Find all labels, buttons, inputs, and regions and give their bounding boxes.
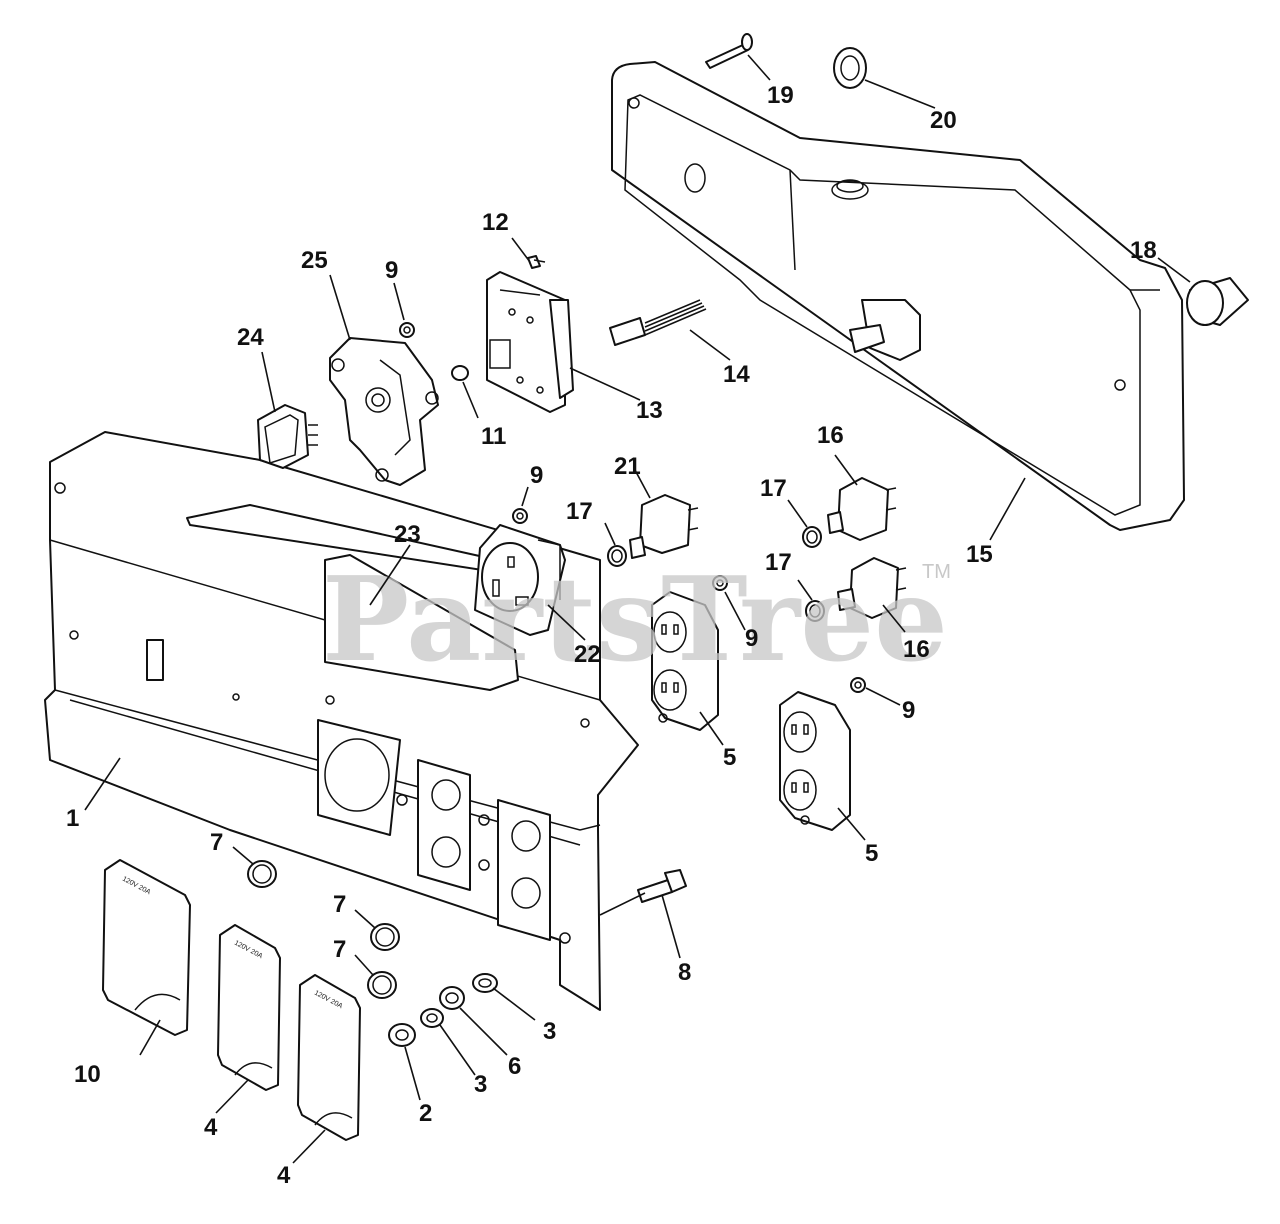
callout-3a: 3 xyxy=(474,1071,487,1098)
callout-5b: 5 xyxy=(865,840,878,867)
callout-5a: 5 xyxy=(723,744,736,771)
plug-7-b xyxy=(370,923,400,951)
watermark-text: PartsTree xyxy=(322,552,948,688)
circuit-breaker-16-upper xyxy=(827,477,897,541)
callout-25: 25 xyxy=(301,247,328,274)
callout-2: 2 xyxy=(419,1100,432,1127)
wire-harness xyxy=(609,299,707,346)
bracket xyxy=(329,337,439,486)
callout-22: 22 xyxy=(574,641,601,668)
spacer xyxy=(451,365,469,381)
grommet xyxy=(833,47,867,89)
callout-7b: 7 xyxy=(333,891,346,918)
callout-9c: 9 xyxy=(745,625,758,652)
duplex-receptacle-b xyxy=(779,691,851,831)
nut-9-a xyxy=(399,322,415,338)
nut-9-b xyxy=(512,508,528,524)
callout-15: 15 xyxy=(966,541,993,568)
callout-24: 24 xyxy=(237,324,264,351)
callout-9b: 9 xyxy=(530,462,543,489)
callout-19: 19 xyxy=(767,82,794,109)
plug-7-a xyxy=(247,860,277,888)
nut-2 xyxy=(388,1023,416,1047)
cover-10: 120V 20A xyxy=(102,859,191,1036)
callout-16a: 16 xyxy=(817,422,844,449)
screw xyxy=(527,255,546,269)
callout-12: 12 xyxy=(482,209,509,236)
duplex-receptacle-a xyxy=(651,591,719,731)
nut-9-d xyxy=(850,677,866,693)
ring-17-c xyxy=(805,600,825,622)
leader-lines xyxy=(84,54,1191,1164)
callout-11: 11 xyxy=(481,423,506,450)
callout-4a: 4 xyxy=(204,1114,218,1141)
callout-20: 20 xyxy=(930,107,957,134)
rocker-switch xyxy=(257,404,318,469)
nut-6 xyxy=(439,986,465,1010)
watermark: PartsTree TM xyxy=(322,552,951,688)
circuit-breaker-21 xyxy=(629,494,699,559)
twist-lock-receptacle xyxy=(474,524,566,636)
callout-4b: 4 xyxy=(277,1162,291,1189)
callout-13: 13 xyxy=(636,397,663,424)
callout-3b: 3 xyxy=(543,1018,556,1045)
cover-4-a: 120V 20A xyxy=(217,924,281,1091)
callout-7c: 7 xyxy=(333,936,346,963)
rear-housing xyxy=(611,61,1185,531)
callout-9a: 9 xyxy=(385,257,398,284)
callout-9d: 9 xyxy=(902,697,915,724)
cover-4-b: 120V 20A xyxy=(297,974,361,1141)
callout-14: 14 xyxy=(723,361,750,388)
callout-7a: 7 xyxy=(210,829,223,856)
pin xyxy=(705,33,753,69)
callout-10: 10 xyxy=(74,1061,101,1088)
trademark-symbol: TM xyxy=(922,561,951,583)
callout-1: 1 xyxy=(66,805,79,832)
bolt xyxy=(637,869,687,903)
washer-3-a xyxy=(420,1008,444,1028)
ring-17-a xyxy=(607,545,627,567)
callout-17c: 17 xyxy=(765,549,792,576)
circuit-breaker-16-lower xyxy=(837,557,907,619)
callout-17a: 17 xyxy=(566,498,593,525)
callout-21: 21 xyxy=(614,453,641,480)
callouts: 1 2 3 3 4 4 5 5 6 7 7 7 8 9 9 9 9 10 11 … xyxy=(66,82,1157,1189)
callout-8: 8 xyxy=(678,959,691,986)
callout-6: 6 xyxy=(508,1053,521,1080)
plug-7-c xyxy=(367,971,397,999)
callout-17b: 17 xyxy=(760,475,787,502)
washer-3-b xyxy=(472,973,498,993)
callout-18: 18 xyxy=(1130,237,1157,264)
nut-9-c xyxy=(712,575,728,591)
ring-17-b xyxy=(802,526,822,548)
circuit-board xyxy=(486,271,574,413)
callout-16b: 16 xyxy=(903,636,930,663)
callout-23: 23 xyxy=(394,521,421,548)
cap xyxy=(1186,277,1249,326)
